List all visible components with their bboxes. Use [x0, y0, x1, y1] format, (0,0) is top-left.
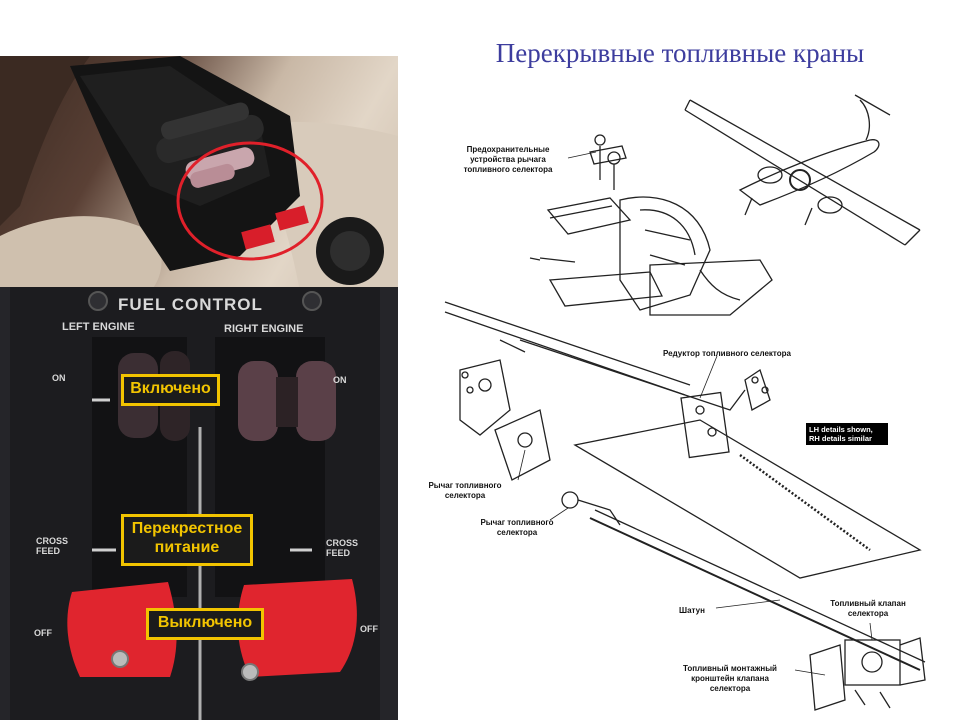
aircraft-icon — [684, 94, 921, 246]
exploded-diagram — [444, 94, 926, 711]
selector-lever-2 — [494, 409, 621, 526]
lh-note-line1: LH details shown, — [809, 425, 873, 434]
annotation-crossfeed: Перекрестное питание — [121, 514, 253, 566]
caption-safety-devices-line3: топливного селектора — [463, 165, 553, 174]
on-right-label: ON — [333, 375, 347, 385]
shaft-upper — [444, 301, 691, 386]
lh-details-note: LH details shown, RH details similar — [806, 423, 888, 445]
off-left-label: OFF — [34, 628, 52, 638]
caption-mount-bracket-line3: селектора — [709, 684, 751, 693]
off-right-label: OFF — [360, 624, 378, 634]
caption-lever-1: Рычаг топливного селектора — [410, 481, 520, 501]
selector-valve — [844, 637, 926, 709]
selector-reducer — [519, 339, 746, 411]
caption-mount-bracket-line2: кронштейн клапана — [691, 674, 769, 683]
cross-feed-right-label: CROSS FEED — [326, 538, 359, 558]
panel-heading: FUEL CONTROL — [118, 295, 263, 314]
caption-lever-2-line2: селектора — [496, 528, 538, 537]
caption-selector-valve-line2: селектора — [847, 609, 889, 618]
caption-selector-reducer: Редуктор топливного селектора — [663, 349, 791, 358]
right-off-lever — [237, 579, 357, 677]
selector-lever-1 — [459, 339, 526, 436]
highlight-circle — [176, 141, 324, 261]
caption-safety-devices-line1: Предохранительные — [466, 145, 550, 154]
right-engine-label: RIGHT ENGINE — [224, 323, 304, 335]
annotation-on: Включено — [121, 374, 220, 406]
lh-note-line2: RH details similar — [809, 434, 872, 443]
caption-safety-devices-line2: устройства рычага — [470, 155, 546, 164]
on-left-label: ON — [52, 373, 66, 383]
annotation-crossfeed-line2: питание — [154, 539, 220, 556]
caption-lever-1-line2: селектора — [444, 491, 486, 500]
base-plate — [573, 419, 922, 579]
fuel-panel-drawing — [0, 287, 398, 720]
left-off-lever — [67, 582, 177, 677]
caption-lever-2-line1: Рычаг топливного — [480, 518, 554, 527]
connecting-rod — [589, 517, 921, 671]
console-photo-drawing — [0, 56, 398, 292]
caption-lever-1-line1: Рычаг топливного — [428, 481, 502, 490]
caption-safety-devices: Предохранительные устройства рычага топл… — [443, 145, 573, 175]
caption-mount-bracket-line1: Топливный монтажный — [683, 664, 777, 673]
mount-bracket — [809, 644, 846, 711]
caption-selector-valve-line1: Топливный клапан — [830, 599, 906, 608]
selector-safety-assembly — [546, 134, 632, 235]
cross-feed-left-label: CROSS FEED — [36, 536, 69, 556]
left-engine-label: LEFT ENGINE — [62, 321, 135, 333]
slide-title: Перекрывные топливные краны — [495, 38, 865, 68]
annotation-crossfeed-line1: Перекрестное — [131, 520, 243, 537]
fuel-control-panel-photo: FUEL CONTROL LEFT ENGINE RIGHT ENGINE ON… — [0, 287, 398, 720]
console-photo — [0, 56, 398, 292]
caption-lever-2: Рычаг топливного селектора — [462, 518, 572, 538]
annotation-off: Выключено — [146, 608, 264, 640]
selector-quadrant — [539, 196, 773, 316]
caption-rod: Шатун — [679, 606, 705, 615]
caption-mount-bracket: Топливный монтажный кронштейн клапана се… — [660, 664, 800, 694]
caption-selector-valve: Топливный клапан селектора — [818, 599, 918, 619]
